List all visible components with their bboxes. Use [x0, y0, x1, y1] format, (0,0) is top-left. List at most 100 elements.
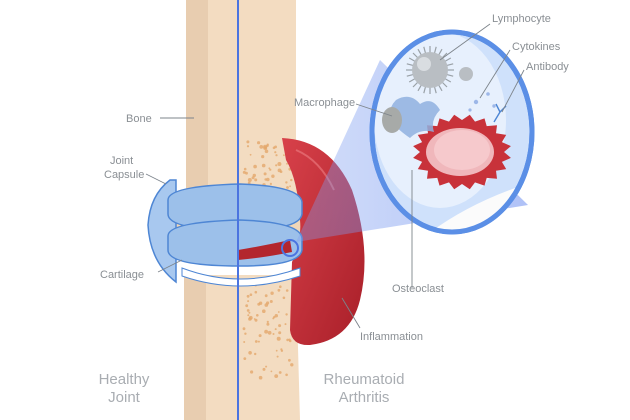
lymphocyte-spike [441, 52, 448, 59]
label-cytokines: Cytokines [512, 41, 561, 53]
lymphocyte-spike [446, 63, 454, 67]
macrophage-cell-icon [382, 96, 440, 138]
speckle [289, 185, 291, 188]
speckle [264, 294, 268, 298]
speckle [272, 333, 275, 335]
label-macrophage: Macrophage [294, 97, 355, 109]
speckle [246, 140, 250, 144]
speckle [245, 171, 248, 175]
speckle [262, 367, 266, 371]
speckle [254, 352, 257, 356]
lymphocyte-spike [417, 84, 423, 92]
speckle [278, 371, 282, 374]
zoom-focus-circle [281, 239, 299, 257]
speckle [286, 162, 288, 165]
speckle [272, 146, 276, 150]
lymphocyte-spike [441, 81, 448, 88]
speckle [277, 288, 281, 292]
caption-ra-2: Arthritis [339, 389, 390, 406]
speckle [265, 365, 268, 368]
speckle [267, 330, 272, 335]
speckle [264, 178, 267, 181]
speckle [271, 174, 275, 178]
speckle [274, 314, 278, 318]
lymphocyte-spike [446, 73, 454, 77]
speckle [261, 155, 265, 159]
osteoclast-cell-icon [413, 114, 511, 190]
speckle [248, 315, 253, 320]
speckle [275, 154, 278, 157]
speckle [269, 300, 273, 303]
speckle [269, 168, 272, 171]
speckle [277, 162, 282, 166]
speckle [258, 375, 263, 380]
label-osteoclast: Osteoclast [392, 283, 444, 295]
label-inflammation: Inflammation [360, 331, 423, 343]
speckle [270, 370, 273, 373]
label-joint-capsule-1: Joint [110, 155, 133, 167]
speckle [276, 336, 281, 341]
speckle [274, 328, 277, 331]
lymphocyte-spike [412, 81, 419, 88]
lymphocyte-spike [423, 46, 427, 54]
speckle [284, 323, 287, 326]
speckle [290, 178, 293, 182]
lymphocyte-spike [444, 77, 452, 83]
speckle [285, 373, 288, 377]
speckle [276, 355, 279, 358]
speckle [278, 331, 282, 335]
lymphocyte-cell-icon [406, 46, 473, 94]
lymphocyte-spike [406, 73, 414, 77]
lymphocyte-spike [433, 46, 437, 54]
speckle [275, 349, 278, 352]
speckle [288, 358, 291, 362]
speckle [247, 300, 250, 303]
speckle [254, 340, 258, 343]
speckle [250, 370, 254, 374]
speckle [243, 167, 247, 171]
speckle [266, 322, 270, 326]
lymphocyte-spike [412, 52, 419, 59]
lymphocyte-spike [417, 48, 423, 56]
cytokines-icon [468, 92, 496, 112]
speckle [255, 314, 259, 317]
speckle [280, 348, 283, 351]
speckle [257, 141, 261, 145]
speckle [254, 178, 258, 182]
speckle [246, 309, 250, 312]
bone [176, 0, 306, 420]
speckle [290, 363, 294, 367]
speckle [242, 327, 246, 331]
speckle [264, 329, 268, 334]
speckle [286, 186, 289, 189]
speckle [285, 313, 288, 316]
lymphocyte-spike [408, 77, 416, 83]
speckle [247, 314, 250, 317]
joint-capsule [147, 179, 303, 287]
speckle [246, 294, 250, 298]
speckle [277, 168, 282, 173]
lymphocyte-spike [444, 57, 452, 63]
speckle [246, 145, 250, 148]
speckle [266, 177, 270, 182]
speckle [285, 181, 288, 184]
lymphocyte-spike [423, 86, 427, 94]
caption-healthy-2: Joint [108, 389, 141, 406]
speckle [257, 340, 260, 343]
label-bone: Bone [126, 113, 152, 125]
lymphocyte-spike [406, 63, 414, 67]
caption-ra-1: Rheumatoid [324, 371, 405, 388]
speckle [242, 170, 246, 174]
leader-lines [145, 23, 525, 329]
lymphocyte-spike [437, 84, 443, 92]
lymphocyte-spike [408, 57, 416, 63]
speckle [261, 163, 266, 168]
speckle [257, 302, 261, 306]
lymphocyte-spike [433, 86, 437, 94]
damaged-cartilage [238, 240, 292, 260]
speckle [245, 304, 249, 308]
label-lymphocyte: Lymphocyte [492, 13, 551, 25]
speckle [243, 341, 246, 343]
speckle [263, 172, 267, 176]
